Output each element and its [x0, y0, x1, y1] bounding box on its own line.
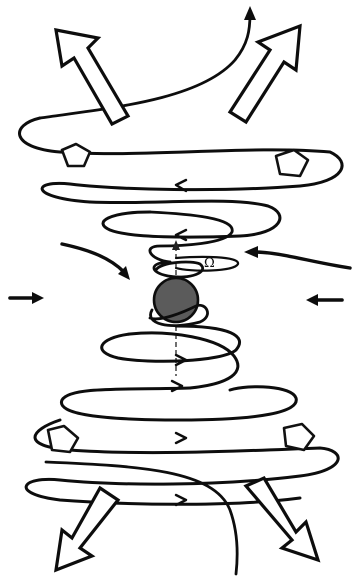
upper-helix [18, 6, 344, 264]
upper-loop-1 [18, 116, 344, 204]
upper-loop-2-flow-arrow-icon [174, 228, 188, 242]
upper-loop-2 [88, 199, 282, 239]
upper-loop-1-flow-arrow-icon [174, 178, 188, 193]
lower-left-outflow-arrow-icon [54, 485, 121, 573]
left-upper-pentagon-marker-icon [60, 142, 92, 168]
upper-outflow-streamline [38, 12, 252, 120]
core-bottom-loops [148, 303, 209, 327]
right-push-arrowhead-icon [306, 294, 318, 306]
lower-loop-3-flow-arrow-icon [174, 431, 188, 445]
lower-loop-2 [60, 385, 298, 422]
lower-loop-1 [100, 324, 242, 390]
central-core: Ω [148, 240, 240, 376]
left-inflow-curve [60, 242, 126, 274]
rotation-axis-arrowhead-icon [172, 240, 180, 250]
upper-left-outflow-arrow-icon [54, 27, 131, 127]
upper-outflow-arrowhead-icon [244, 6, 256, 20]
upper-right-outflow-arrow-icon [227, 23, 302, 125]
lower-helix [24, 324, 340, 576]
core-top-loops [152, 260, 204, 279]
right-lower-pentagon-marker-icon [282, 422, 316, 452]
lower-loop-1-flow-arrow-icon [174, 353, 188, 367]
upper-outflow-arrows [54, 23, 302, 127]
rotation-indicator-loop [174, 255, 240, 272]
left-inflow-arrowhead-icon [118, 266, 130, 280]
right-upper-pentagon-marker-icon [274, 148, 310, 178]
lower-loop-4-flow-arrow-icon [174, 493, 188, 507]
lower-loop-2-flow-arrow-icon [170, 379, 184, 393]
inflow-curves [60, 242, 352, 280]
lower-right-outflow-arrow-icon [243, 475, 321, 563]
lower-loop-3 [24, 418, 340, 506]
left-lower-pentagon-marker-icon [46, 424, 80, 454]
lower-outflow-streamline [44, 460, 239, 576]
left-push-arrowhead-icon [32, 292, 44, 304]
upper-loop-3 [148, 210, 234, 264]
rotation-omega-label: Ω [204, 256, 215, 271]
right-inflow-arrowhead-icon [244, 246, 258, 258]
right-inflow-curve [252, 250, 352, 270]
side-push-arrows [8, 292, 344, 306]
lower-outflow-arrows [54, 475, 321, 573]
